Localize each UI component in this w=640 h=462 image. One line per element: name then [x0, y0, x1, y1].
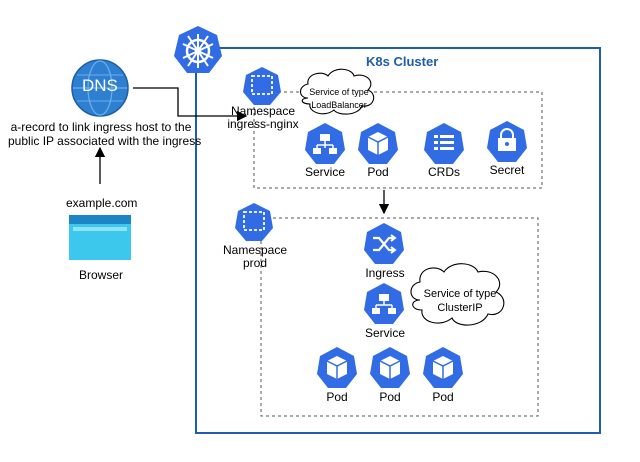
dns-globe-icon: [70, 58, 130, 118]
prod-service-label: Service: [364, 326, 405, 340]
ns-prod-line2: prod: [242, 256, 268, 270]
pod-icon: [358, 122, 398, 166]
ingress-icon: [364, 222, 404, 266]
namespace-ingress-icon: [242, 66, 282, 106]
browser-url: example.com: [66, 196, 138, 210]
ns-prod-frame: [260, 217, 539, 417]
cloud-clusterip: [410, 263, 505, 326]
prod-pod-label: Pod: [379, 390, 401, 404]
cloud-clusterip-line1: Service of type: [423, 288, 497, 300]
prod-pod-icon: [370, 346, 410, 390]
cluster-frame: [195, 47, 601, 434]
kubernetes-logo-icon: [172, 24, 224, 76]
ns-ingress-item-crds: CRDs: [428, 165, 460, 179]
crd-icon: [424, 122, 464, 166]
cloud-loadbalancer-text: Service of type LoadBalancer: [306, 86, 372, 112]
ns-ingress-frame: [253, 91, 543, 189]
prod-pod-icon: [317, 346, 357, 390]
cloud-loadbalancer: [299, 68, 375, 115]
ns-ingress-item-service: Service: [304, 165, 345, 179]
ingress-label: Ingress: [365, 266, 405, 280]
cloud-loadbalancer-line1: Service of type: [309, 87, 369, 97]
prod-service-icon: [364, 282, 404, 326]
browser-label: Browser: [78, 268, 123, 282]
ns-ingress-line2: ingress-nginx: [227, 117, 299, 131]
cloud-clusterip-text: Service of type ClusterIP: [418, 287, 502, 315]
browser-window-icon: [69, 215, 131, 260]
secret-icon: [487, 120, 527, 164]
dns-note-line2: public IP associated with the ingress: [8, 134, 202, 148]
prod-pod-label: Pod: [432, 390, 454, 404]
dns-note-line1: a-record to link ingress host to the: [10, 120, 192, 134]
ns-ingress-line1: Namespace: [230, 104, 296, 118]
ns-ingress-item-pod: Pod: [367, 165, 389, 179]
prod-pod-icon: [423, 346, 463, 390]
dns-label: DNS: [82, 76, 118, 95]
prod-pod-label: Pod: [326, 390, 348, 404]
cluster-title: K8s Cluster: [366, 54, 439, 69]
dns-to-ingress-arrow: [133, 87, 248, 122]
cloud-clusterip-line2: ClusterIP: [437, 302, 483, 314]
service-icon: [305, 122, 345, 166]
ns-ingress-item-secret: Secret: [489, 163, 525, 177]
cloud-loadbalancer-line2: LoadBalancer: [311, 100, 367, 110]
namespace-prod-icon: [234, 202, 274, 242]
ns-prod-line1: Namespace: [222, 243, 288, 257]
